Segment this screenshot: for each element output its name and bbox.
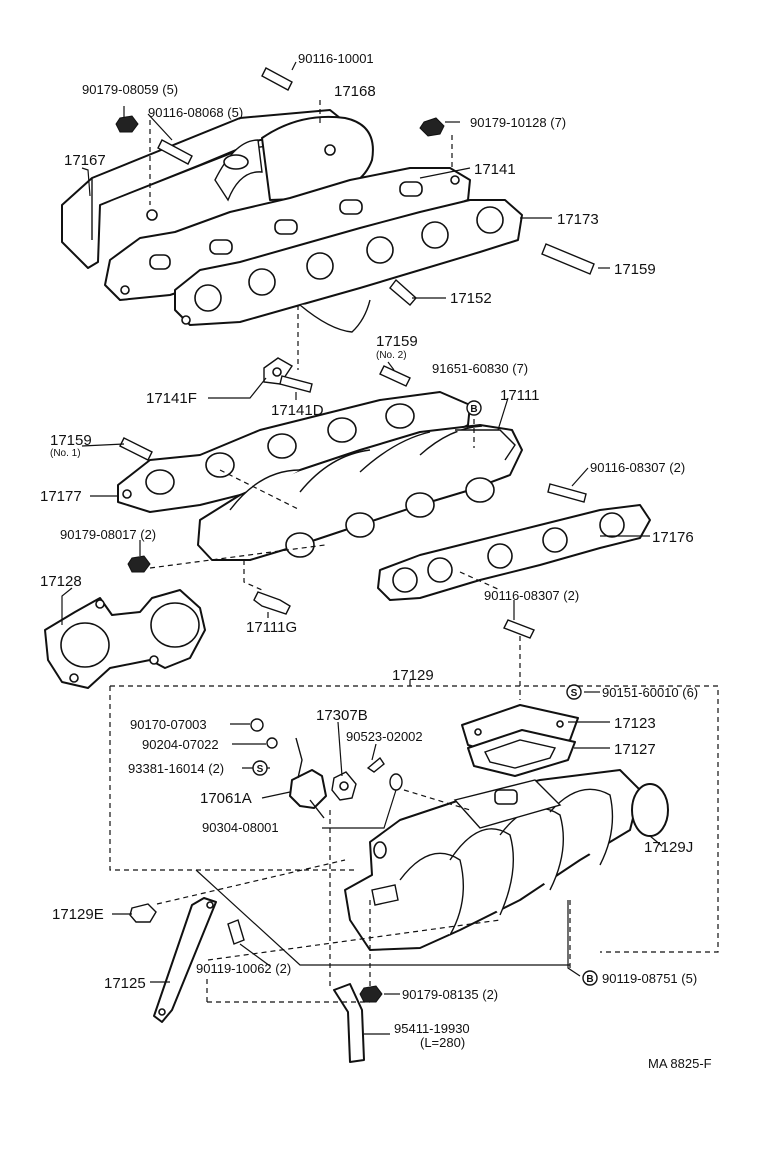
label-17127: 17127 [614, 741, 656, 758]
label-17128: 17128 [40, 573, 82, 590]
label-17159-no2-sub: (No. 2) [376, 350, 407, 361]
label-90179-08059: 90179-08059 (5) [82, 82, 178, 97]
svg-text:B: B [470, 404, 477, 415]
label-17159-no2: 17159 [376, 333, 418, 350]
label-90116-08068: 90116-08068 (5) [148, 105, 243, 120]
svg-text:S: S [257, 764, 264, 775]
part-labels: 90116-10001 90179-08059 (5) 17168 90116-… [40, 51, 712, 1071]
label-91651-60830: 91651-60830 (7) [432, 361, 528, 376]
vsv-17061A [289, 737, 327, 819]
plenum-17129 [344, 769, 641, 951]
badge-s-90151: S [566, 684, 582, 700]
upper-gasket-17141 [104, 167, 471, 301]
label-17129: 17129 [392, 667, 434, 684]
stud-17152 [389, 278, 417, 306]
stud-17159-top [541, 243, 595, 275]
gasket-17177 [117, 391, 471, 513]
lower-manifold-17111 [197, 424, 523, 561]
label-17129E: 17129E [52, 906, 104, 923]
label-17125: 17125 [104, 975, 146, 992]
nut-90179-08017 [127, 555, 151, 573]
gasket-17128 [44, 589, 206, 689]
stud-90116-08307-b [503, 619, 535, 639]
fitting-17129E [129, 903, 157, 923]
badge-b-90119: B [582, 970, 598, 986]
label-90170-07003: 90170-07003 [130, 717, 207, 732]
label-90116-08307-b: 90116-08307 (2) [484, 588, 579, 603]
label-95411-19930: 95411-19930 [394, 1021, 470, 1036]
label-17111G: 17111G [246, 619, 297, 636]
label-95411-length: (L=280) [420, 1035, 465, 1050]
label-90179-10128: 90179-10128 (7) [470, 115, 566, 130]
label-90116-10001: 90116-10001 [298, 51, 374, 66]
hose-95411-19930 [333, 983, 365, 1063]
label-17177: 17177 [40, 488, 82, 505]
label-17159-no1: 17159 [50, 432, 92, 449]
stud-17159-no1 [119, 437, 153, 461]
label-17123: 17123 [614, 715, 656, 732]
label-90119-08751: 90119-08751 (5) [602, 971, 697, 986]
svg-text:B: B [586, 974, 593, 985]
nut-90179-08059 [115, 115, 139, 133]
nut-90179-10128 [419, 117, 445, 137]
label-90523-02002: 90523-02002 [346, 729, 423, 744]
clip-90523-02002 [366, 756, 385, 773]
label-90151-60010: 90151-60010 (6) [602, 685, 698, 700]
label-90116-08307-a: 90116-08307 (2) [590, 460, 685, 475]
sensor-17111G [253, 591, 291, 615]
bolt-90119-10062 [227, 919, 245, 945]
label-90304-08001: 90304-08001 [202, 820, 279, 835]
label-17141: 17141 [474, 161, 516, 178]
label-17129J: 17129J [644, 839, 693, 856]
outline-bracket-17129 [195, 869, 570, 966]
cap-17129J [631, 783, 669, 837]
gasket-17176 [377, 504, 651, 601]
stud-90116-08307-a [547, 483, 587, 503]
gasket-17127 [467, 729, 576, 777]
label-17152: 17152 [450, 290, 492, 307]
label-17159-no1-sub: (No. 1) [50, 448, 81, 459]
stud-17159-no2 [379, 365, 411, 387]
label-17173: 17173 [557, 211, 599, 228]
label-93381-16014: 93381-16014 (2) [128, 761, 224, 776]
stud-17141D [279, 375, 313, 393]
label-17111: 17111 [500, 387, 540, 404]
stud-90116-10001 [261, 67, 293, 91]
badge-s-93381: S [252, 760, 268, 776]
label-17141F: 17141F [146, 390, 197, 407]
label-17167: 17167 [64, 152, 106, 169]
stud-90116-08068 [157, 139, 193, 165]
label-17061A: 17061A [200, 790, 252, 807]
label-17168: 17168 [334, 83, 376, 100]
footer-code: MA 8825-F [648, 1056, 712, 1071]
label-90179-08135: 90179-08135 (2) [402, 987, 498, 1002]
svg-text:S: S [571, 688, 578, 699]
label-17176: 17176 [652, 529, 694, 546]
label-90204-07022: 90204-07022 [142, 737, 219, 752]
label-17141D: 17141D [271, 402, 324, 419]
label-90119-10062: 90119-10062 (2) [196, 961, 291, 976]
spacer-17141F [263, 357, 293, 385]
nut-90179-08135 [359, 985, 383, 1003]
leader-lines [61, 61, 663, 1035]
label-90179-08017: 90179-08017 (2) [60, 527, 156, 542]
washer-90170-07003 [250, 718, 264, 732]
stay-17125 [153, 897, 217, 1023]
washer-90204-07022 [266, 737, 278, 749]
label-17159-top: 17159 [614, 261, 656, 278]
badge-b-91651: B [466, 400, 482, 416]
bracket-17307B [331, 771, 357, 801]
dashed-guide-lines [109, 100, 719, 1003]
upper-gasket-17173 [174, 199, 523, 333]
gasket-90304-08001 [389, 773, 403, 791]
label-17307B: 17307B [316, 707, 368, 724]
